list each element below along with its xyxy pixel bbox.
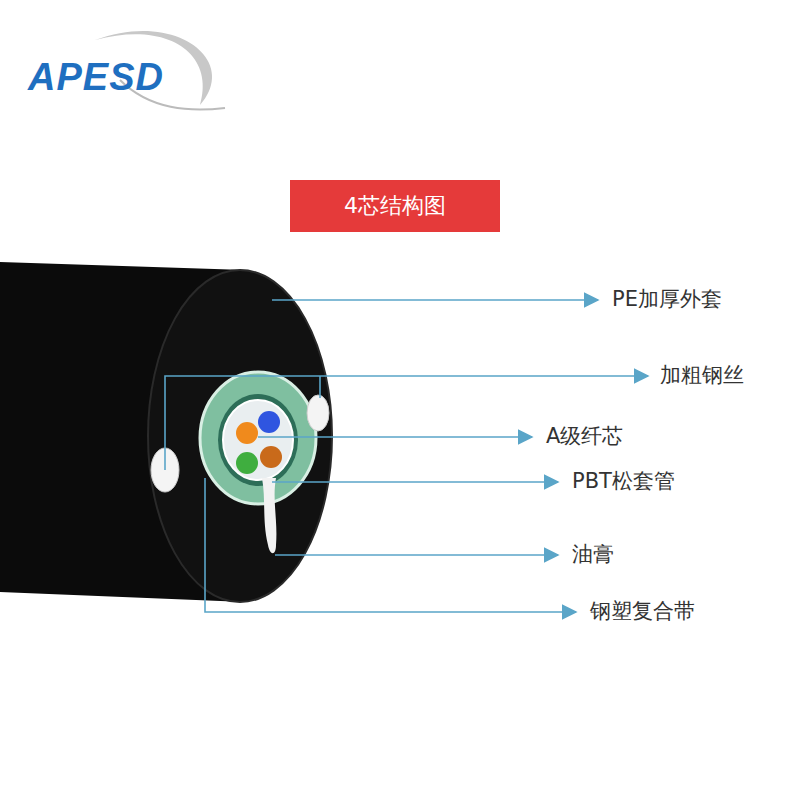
callout-label: PE加厚外套 [612, 287, 722, 312]
title-text: 4芯结构图 [344, 191, 446, 221]
leader-line [272, 481, 558, 483]
tape-inner [218, 394, 298, 486]
steel-wire [307, 395, 329, 431]
callout-label: A级纤芯 [546, 424, 623, 449]
pbt-tube [223, 400, 293, 480]
callout-label: PBT松套管 [572, 469, 675, 494]
leader-lines [165, 300, 648, 612]
leader-line [275, 554, 558, 556]
fiber-orange [236, 422, 258, 444]
leader-line [165, 376, 648, 470]
leader-line [258, 436, 532, 438]
gel-drip [262, 478, 276, 553]
fiber-brown [260, 446, 282, 468]
logo-text: APESD [28, 55, 164, 101]
leader-line [319, 376, 321, 398]
steel-plastic-tape [200, 372, 316, 504]
fiber-blue [258, 411, 280, 433]
callout-label: 钢塑复合带 [590, 599, 695, 624]
callout-label: 加粗钢丝 [660, 363, 744, 388]
leader-line [272, 299, 598, 301]
title-banner: 4芯结构图 [290, 180, 500, 232]
callout-label: 油膏 [572, 542, 614, 567]
fiber-green [236, 452, 258, 474]
pe-sheath-face [148, 270, 332, 602]
leader-line [205, 478, 576, 612]
